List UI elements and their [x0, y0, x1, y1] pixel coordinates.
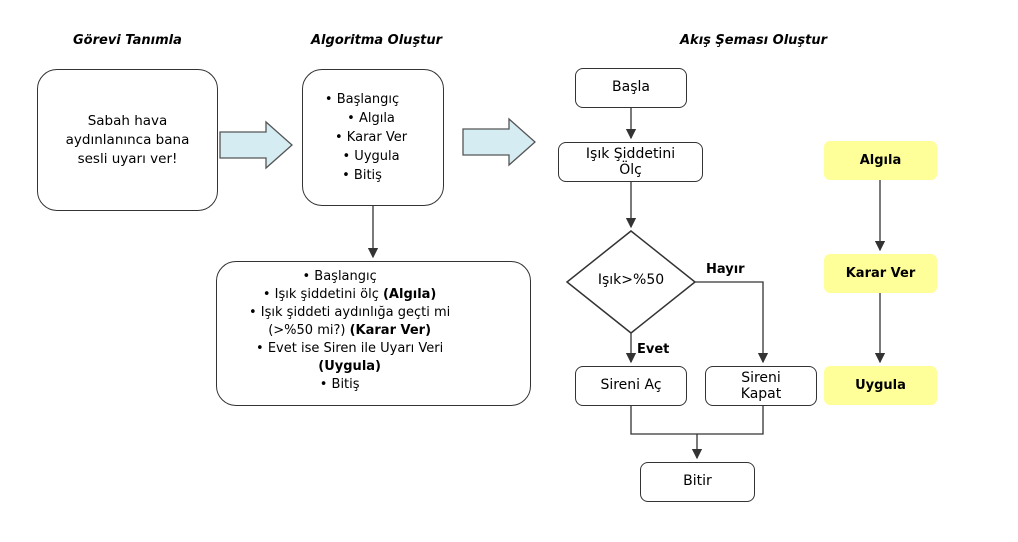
- measure-line-2: Ölç: [619, 162, 642, 178]
- algo-step-apply: • Uygula: [342, 149, 400, 164]
- algo-end: • Bitiş: [342, 168, 382, 183]
- block-arrow-1: [219, 120, 293, 170]
- detail-line-4: • Evet ise Siren ile Uyarı Veri: [256, 341, 444, 356]
- flow-measure-node: Işık Şiddetini Ölç: [558, 142, 703, 182]
- detail-line-2: • Işık şiddeti aydınlığa geçti mi: [249, 305, 451, 320]
- algo-step-sense: • Algıla: [347, 111, 395, 126]
- task-line-3: sesli uyarı ver!: [77, 150, 178, 167]
- algo-start: • Başlangıç: [324, 92, 400, 107]
- task-line-2: aydınlanınca bana: [65, 131, 190, 148]
- siren-off-line-1: Sireni: [741, 370, 781, 386]
- flow-end-node: Bitir: [640, 462, 755, 502]
- block-arrow-2: [462, 117, 536, 167]
- detail-algorithm-box: • Başlangıç • Işık şiddetini ölç (Algıla…: [216, 261, 531, 406]
- no-label: Hayır: [706, 262, 745, 277]
- siren-off-line-2: Kapat: [740, 386, 782, 402]
- algo-step-decide: • Karar Ver: [335, 130, 408, 145]
- phase-apply: Uygula: [824, 366, 937, 405]
- task-line-1: Sabah hava: [87, 112, 168, 129]
- decision-text: Işık>%50: [597, 272, 665, 288]
- detail-line-1: • Işık şiddetini ölç (Algıla): [262, 287, 437, 302]
- header-define-task: Görevi Tanımla: [73, 33, 182, 48]
- header-create-algorithm: Algoritma Oluştur: [311, 33, 443, 48]
- phase-decide: Karar Ver: [824, 254, 937, 293]
- flow-siren-on-node: Sireni Aç: [575, 366, 687, 406]
- yes-label: Evet: [637, 342, 670, 357]
- phase-sense: Algıla: [824, 141, 937, 180]
- detail-line-5: (Uygula): [318, 359, 381, 374]
- measure-line-1: Işık Şiddetini: [585, 146, 676, 162]
- detail-end: • Bitiş: [319, 377, 360, 392]
- flow-siren-off-node: Sireni Kapat: [705, 366, 817, 406]
- task-box: Sabah hava aydınlanınca bana sesli uyarı…: [37, 69, 218, 211]
- algorithm-box: • Başlangıç • Algıla • Karar Ver • Uygul…: [302, 69, 444, 206]
- detail-start: • Başlangıç: [302, 269, 377, 284]
- detail-line-3: (>%50 mi?) (Karar Ver): [268, 323, 432, 338]
- header-create-flowchart: Akış Şeması Oluştur: [680, 33, 828, 48]
- flow-start-node: Başla: [575, 68, 687, 108]
